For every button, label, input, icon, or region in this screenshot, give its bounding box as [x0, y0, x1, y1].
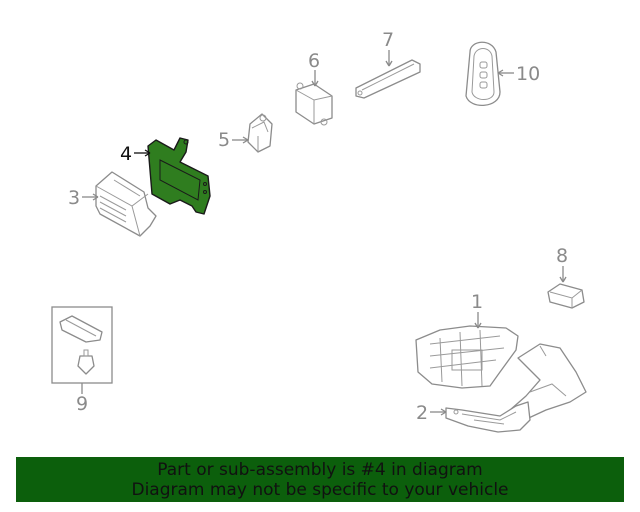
- banner-line-2: Diagram may not be specific to your vehi…: [131, 480, 509, 500]
- callout-5: 5: [218, 129, 230, 151]
- part-7-antenna[interactable]: [355, 59, 421, 99]
- callout-2: 2: [416, 402, 428, 424]
- info-banner: Part or sub-assembly is #4 in diagram Di…: [16, 457, 624, 502]
- part-6-module[interactable]: [295, 82, 333, 126]
- callout-9: 9: [76, 393, 88, 415]
- part-9-kit[interactable]: [59, 315, 103, 375]
- callout-7: 7: [382, 29, 394, 51]
- part-2-lower-bracket[interactable]: [445, 401, 531, 433]
- callout-10: 10: [516, 63, 540, 85]
- part-10-key-fob[interactable]: [465, 41, 501, 106]
- callout-1: 1: [471, 291, 483, 313]
- callout-3: 3: [68, 187, 80, 209]
- callout-8: 8: [556, 245, 568, 267]
- part-8-connector[interactable]: [547, 283, 585, 309]
- part-5-sensor[interactable]: [247, 113, 273, 153]
- part-3-control-module[interactable]: [95, 171, 157, 237]
- part-9-frame: [51, 306, 113, 384]
- part-1-bracket-assembly[interactable]: [415, 325, 587, 423]
- callout-6: 6: [308, 50, 320, 72]
- callout-4: 4: [120, 143, 132, 165]
- banner-line-1: Part or sub-assembly is #4 in diagram: [157, 460, 483, 480]
- part-4-bracket-highlighted[interactable]: [147, 137, 211, 215]
